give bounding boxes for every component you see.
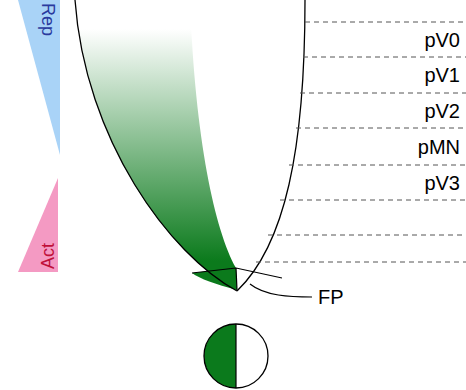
domain-label: pV0 <box>424 29 460 51</box>
tube-left-wall <box>75 0 237 291</box>
domain-label: pMN <box>418 136 460 158</box>
floor-plate-outline <box>192 268 282 290</box>
activator-gradient: Act <box>18 178 60 272</box>
shh-gradient <box>75 0 236 290</box>
triangle-fill <box>18 0 60 155</box>
gradient-label: Act <box>38 243 58 269</box>
domain-dividers <box>256 22 466 262</box>
floor-plate-label: FP <box>318 286 344 308</box>
gradient-label: Rep <box>38 3 58 36</box>
tube-right-wall <box>237 0 305 291</box>
repressor-gradient: Rep <box>18 0 60 155</box>
section-midline <box>235 324 236 388</box>
leader-line <box>250 284 312 297</box>
triangle-fill <box>18 178 58 272</box>
domain-label: pV2 <box>424 100 460 122</box>
section-left-half <box>204 324 236 388</box>
domain-label: pV1 <box>424 64 460 86</box>
section-circle <box>204 324 268 388</box>
domain-label: pV3 <box>424 172 460 194</box>
